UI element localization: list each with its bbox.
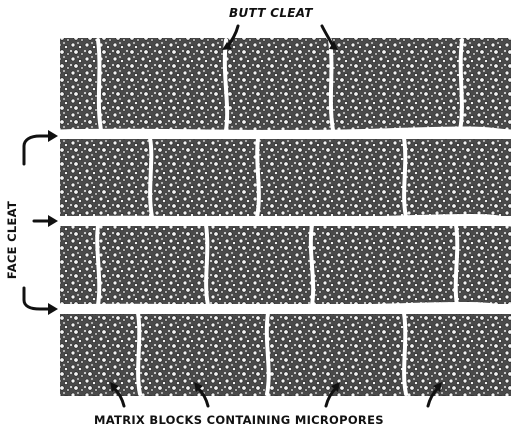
butt-cleat bbox=[460, 40, 462, 130]
face-cleat-label: FACE CLEAT bbox=[5, 201, 19, 279]
matrix-row-1 bbox=[60, 38, 511, 130]
face-cleat-line-1 bbox=[58, 131, 511, 134]
matrix-row-4 bbox=[60, 314, 511, 396]
butt-cleat bbox=[150, 138, 152, 217]
butt-cleat bbox=[267, 313, 269, 394]
butt-cleat bbox=[138, 313, 140, 394]
matrix-row-2 bbox=[60, 139, 511, 216]
butt-cleat bbox=[257, 138, 259, 217]
matrix-blocks-label: MATRIX BLOCKS CONTAINING MICROPORES bbox=[94, 413, 384, 427]
butt-cleat bbox=[456, 225, 458, 305]
butt-cleat bbox=[404, 138, 406, 217]
butt-cleat bbox=[404, 313, 406, 394]
butt-cleat bbox=[97, 225, 99, 305]
face-cleat-arrow-top bbox=[24, 136, 50, 164]
butt-cleat bbox=[98, 40, 101, 130]
face-cleat-arrow-bottom bbox=[24, 288, 50, 309]
butt-cleat bbox=[330, 40, 333, 130]
butt-cleat bbox=[225, 40, 227, 130]
butt-cleat bbox=[311, 225, 313, 305]
face-cleat-line-3 bbox=[58, 306, 511, 309]
butt-cleat bbox=[206, 225, 208, 305]
butt-cleat-label: BUTT CLEAT bbox=[229, 6, 313, 20]
face-cleat-line-2 bbox=[58, 218, 511, 222]
matrix-row-3 bbox=[60, 226, 511, 304]
